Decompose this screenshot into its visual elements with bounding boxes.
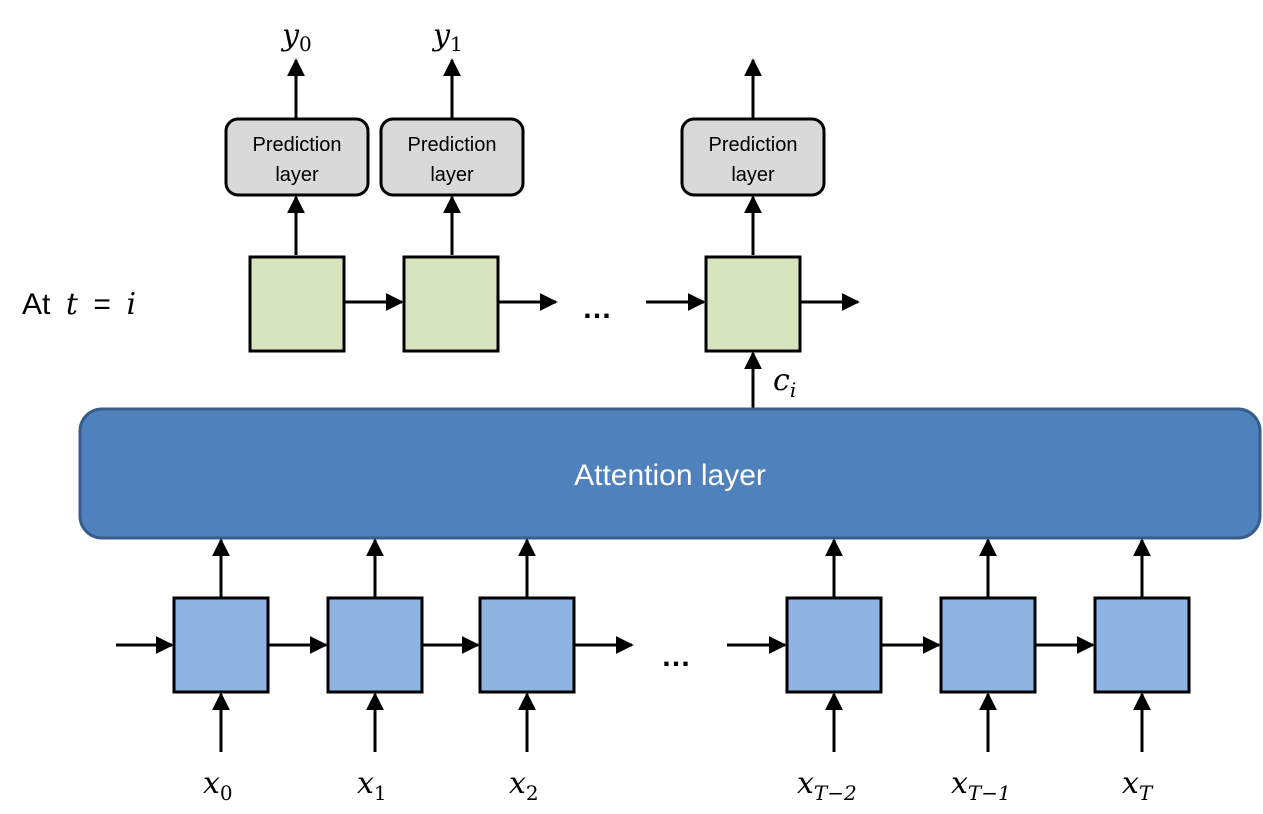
attention-layer-label: Attention layer	[574, 459, 766, 492]
encoder-cell	[785, 596, 883, 694]
encoder-cell	[172, 596, 270, 694]
encoder-cell	[939, 596, 1037, 694]
input-label: xT−1	[951, 766, 1011, 805]
decoder-cell	[248, 255, 346, 353]
encoder-cell	[478, 596, 576, 694]
decoder-cell	[704, 255, 802, 353]
output-label-y1: y1	[431, 18, 463, 56]
prediction-layer-box: Prediction layer	[224, 117, 370, 197]
prediction-box-line1: Prediction	[253, 134, 342, 156]
input-label: x1	[357, 766, 387, 805]
prediction-box-line2: layer	[731, 164, 775, 186]
svg-text:At t = i: At t = i	[22, 287, 136, 322]
encoder-cell	[1093, 596, 1191, 694]
prediction-box-line2: layer	[430, 164, 474, 186]
prediction-box-line1: Prediction	[709, 134, 798, 156]
attention-layer: Attention layer	[78, 407, 1262, 540]
decoder-cell	[402, 255, 500, 353]
encoder-ellipsis: …	[661, 640, 691, 673]
input-label: xT−2	[797, 766, 857, 805]
input-label: x0	[203, 766, 233, 805]
prediction-box-line1: Prediction	[408, 134, 497, 156]
decoder-ellipsis: …	[582, 292, 612, 325]
output-label-y0: y0	[280, 18, 312, 56]
prediction-box-line2: layer	[275, 164, 319, 186]
context-label: ci	[773, 363, 796, 402]
prediction-layer-box: Prediction layer	[379, 117, 525, 197]
input-label: x2	[509, 766, 539, 805]
input-label: xT	[1122, 766, 1154, 805]
timestep-label: At t = i	[22, 287, 136, 322]
prediction-layer-box: Prediction layer	[680, 117, 826, 197]
encoder-cell	[326, 596, 424, 694]
